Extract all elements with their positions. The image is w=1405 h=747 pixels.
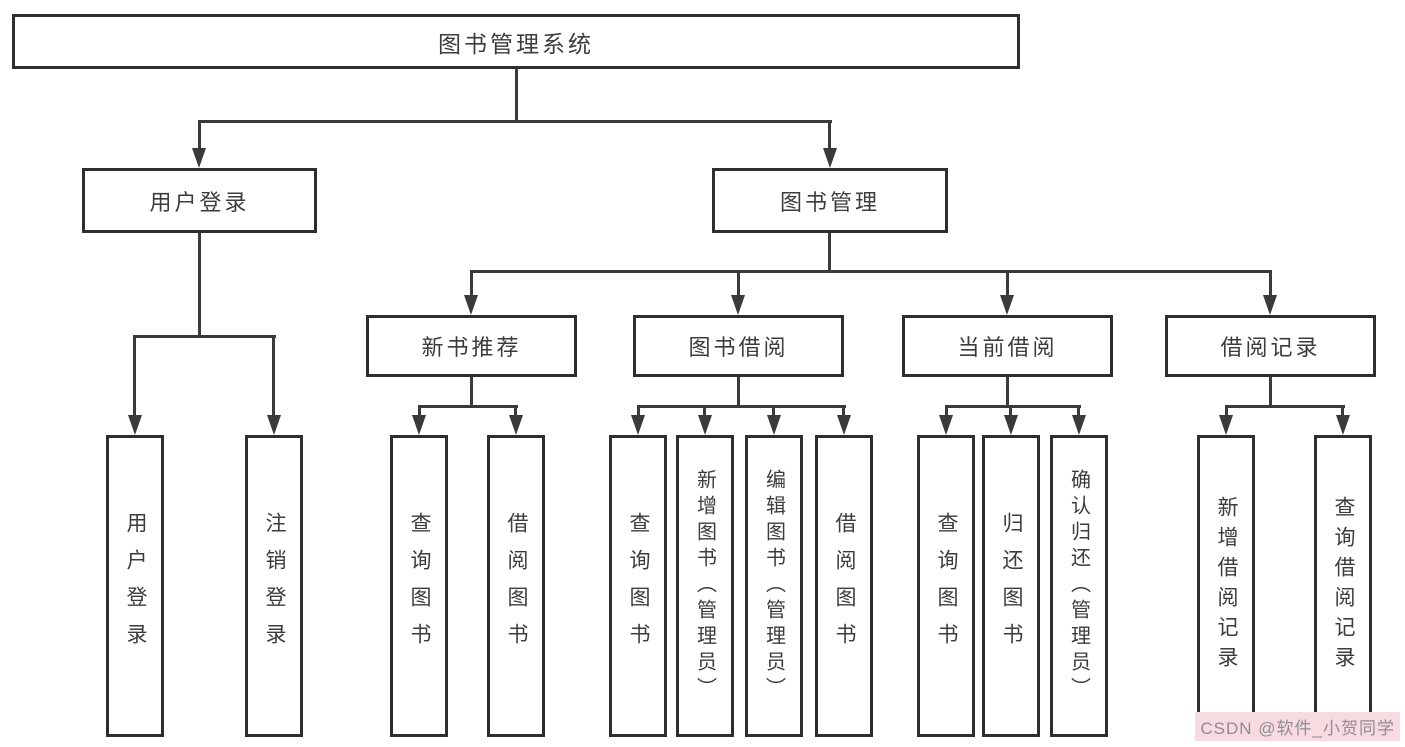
leaf-query-books-recommend: 查询图书 [390,435,448,737]
arrow-down-icon [939,415,953,435]
connector-line [198,120,832,123]
arrow-down-icon [192,148,206,168]
leaf-edit-books-admin: 编辑图书（管理员） [745,435,803,737]
connector-line [418,405,518,408]
connector-line [703,405,706,417]
node-user-login: 用户登录 [82,168,317,233]
connector-line [514,405,517,417]
connector-line [1269,270,1272,296]
connector-line [945,405,948,417]
connector-line [1225,405,1228,417]
node-book-borrowing: 图书借阅 [633,315,844,377]
connector-line [828,233,831,270]
leaf-query-borrow-record: 查询借阅记录 [1314,435,1372,737]
connector-line [737,377,740,405]
node-book-management: 图书管理 [712,168,948,233]
connector-line [737,270,740,296]
connector-line [637,405,640,417]
connector-line [945,405,1081,408]
node-borrowing-records: 借阅记录 [1165,315,1376,377]
arrow-down-icon [698,415,712,435]
leaf-confirm-return-admin: 确认归还（管理员） [1050,435,1108,737]
leaf-query-books-borrowing: 查询图书 [609,435,667,737]
connector-line [828,120,831,150]
connector-line [133,335,136,415]
arrow-down-icon [731,295,745,315]
leaf-label: 新增图书（管理员） [693,469,716,703]
connector-line [1006,270,1009,296]
csdn-watermark: CSDN @软件_小贺同学 [1195,712,1400,741]
node-library-management-system: 图书管理系统 [12,14,1020,69]
leaf-add-books-admin: 新增图书（管理员） [676,435,734,737]
leaf-return-books: 归还图书 [982,435,1040,737]
leaf-label: 确认归还（管理员） [1067,469,1090,703]
arrow-down-icon [1000,295,1014,315]
arrow-down-icon [267,415,281,435]
leaf-label: 编辑图书（管理员） [762,469,785,703]
arrow-down-icon [128,415,142,435]
connector-line [134,335,276,338]
connector-line [1006,377,1009,405]
arrow-down-icon [767,415,781,435]
leaf-label: 查询借阅记录 [1332,496,1355,676]
leaf-label: 用户登录 [124,512,147,660]
connector-line [470,377,473,405]
leaf-label: 新增借阅记录 [1215,496,1238,676]
leaf-label: 借阅图书 [833,512,856,660]
connector-line [842,405,845,417]
leaf-query-books-current: 查询图书 [917,435,975,737]
leaf-borrow-books-recommend: 借阅图书 [487,435,545,737]
connector-line [418,405,421,417]
leaf-add-borrow-record: 新增借阅记录 [1197,435,1255,737]
arrow-down-icon [1219,415,1233,435]
arrow-down-icon [1336,415,1350,435]
leaf-user-login: 用户登录 [106,435,164,737]
arrow-down-icon [1072,415,1086,435]
arrow-down-icon [1263,295,1277,315]
leaf-label: 查询图书 [935,512,958,660]
leaf-label: 查询图书 [627,512,650,660]
connector-line [1225,405,1345,408]
arrow-down-icon [509,415,523,435]
connector-line [470,270,473,296]
connector-line [637,405,846,408]
node-current-borrowing: 当前借阅 [902,315,1113,377]
connector-line [1341,405,1344,417]
leaf-borrow-books: 借阅图书 [815,435,873,737]
connector-line [198,233,201,335]
connector-line [470,270,1272,273]
arrow-down-icon [464,295,478,315]
node-new-book-recommendation: 新书推荐 [366,315,577,377]
leaf-label: 注销登录 [263,512,286,660]
arrow-down-icon [837,415,851,435]
connector-line [198,120,201,150]
connector-line [272,335,275,415]
connector-line [1269,377,1272,405]
leaf-label: 查询图书 [408,512,431,660]
arrow-down-icon [823,148,837,168]
leaf-logout: 注销登录 [245,435,303,737]
leaf-label: 归还图书 [1000,512,1023,660]
arrow-down-icon [412,415,426,435]
connector-line [1009,405,1012,417]
connector-line [515,69,518,120]
connector-line [1077,405,1080,417]
arrow-down-icon [631,415,645,435]
leaf-label: 借阅图书 [505,512,528,660]
connector-line [772,405,775,417]
arrow-down-icon [1004,415,1018,435]
